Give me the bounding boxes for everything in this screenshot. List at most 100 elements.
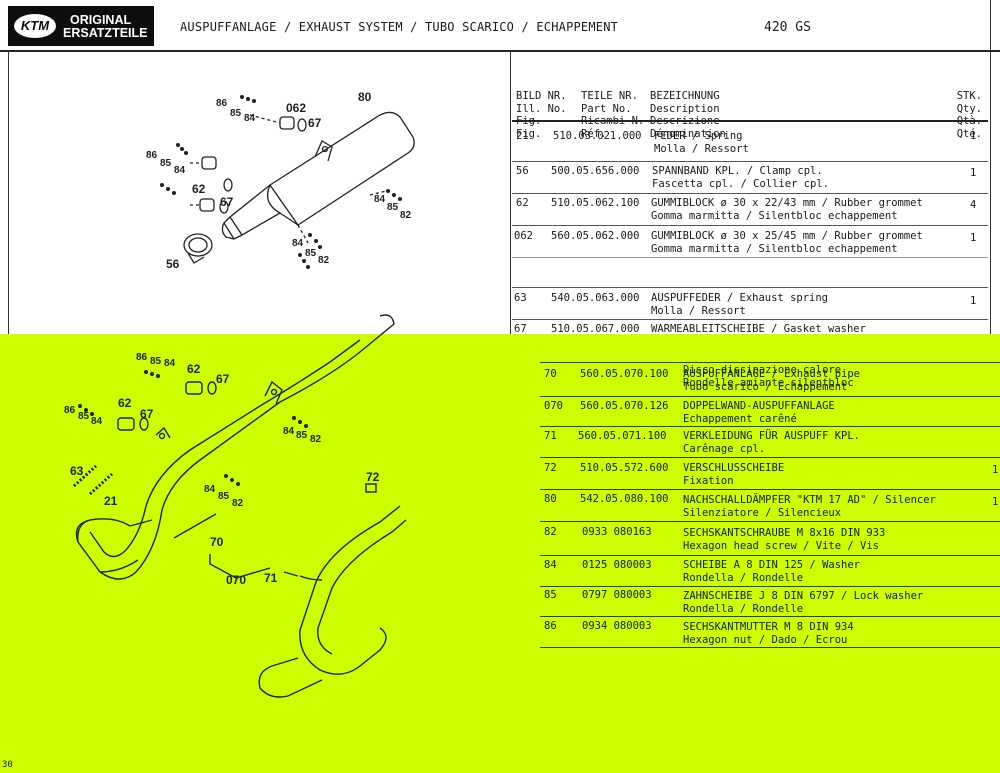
callout-86: 86 <box>64 405 76 416</box>
row-21-qty: 1 <box>970 130 977 142</box>
col-header-qty: STK.Qty.Qtà.Qté. <box>956 90 982 140</box>
row-67-fig: 67 <box>514 323 527 335</box>
row-56-fig: 56 <box>516 165 529 177</box>
row-71-part: 560.05.071.100 <box>578 430 667 442</box>
row-divider <box>512 225 988 226</box>
callout-21: 21 <box>104 494 118 508</box>
page-number: 30 <box>2 760 13 770</box>
frame-right-line <box>990 0 991 334</box>
row-divider <box>540 396 1000 397</box>
row-21-part: 510.03.021.000 <box>553 130 642 142</box>
callout-85: 85 <box>230 108 242 119</box>
row-80-desc: NACHSCHALLDÄMPFER "KTM 17 AD" / Silencer… <box>683 494 936 519</box>
highlight-overlay <box>0 334 1000 773</box>
row-82-part: 0933 080163 <box>582 526 652 538</box>
frame-left-line <box>8 52 9 334</box>
row-divider <box>540 521 1000 522</box>
model-name: 420 GS <box>764 20 811 35</box>
callout-62: 62 <box>192 182 206 196</box>
row-72-qty: 1 <box>992 464 999 476</box>
col-header-desc: BEZEICHNUNGDescriptionDescrizioneDénomin… <box>650 90 726 140</box>
row-divider <box>512 193 988 194</box>
row-80-fig: 80 <box>544 493 557 505</box>
row-85-part: 0797 080003 <box>582 589 652 601</box>
callout-85: 85 <box>305 248 317 259</box>
row-divider <box>540 616 1000 617</box>
callout-84: 84 <box>283 426 295 437</box>
callout-63: 63 <box>70 464 84 478</box>
row-divider <box>512 161 988 162</box>
callout-82: 82 <box>310 434 322 445</box>
row-70-fig: 70 <box>544 368 557 380</box>
row-070-fig: 070 <box>544 400 563 412</box>
row-67-desc: WARMEABLEITSCHEIBE / Gasket washer <box>651 323 866 335</box>
row-21-fig: 21 <box>516 130 529 142</box>
row-80-qty: 1 <box>992 496 999 508</box>
row-062-desc: GUMMIBLOCK ø 30 x 25/45 mm / Rubber grom… <box>651 230 923 255</box>
callout-85: 85 <box>78 411 90 422</box>
callout-70: 70 <box>210 535 224 549</box>
callout-84: 84 <box>91 416 103 427</box>
row-85-fig: 85 <box>544 589 557 601</box>
row-63-fig: 63 <box>514 292 527 304</box>
callout-82: 82 <box>232 498 244 509</box>
row-70-part: 560.05.070.100 <box>580 368 669 380</box>
callout-62: 62 <box>118 396 132 410</box>
row-divider <box>512 319 988 320</box>
ktm-logo: KTM ORIGINAL ERSATZTEILE <box>8 6 154 46</box>
callout-62: 62 <box>187 362 201 376</box>
callout-84: 84 <box>174 165 186 176</box>
row-divider <box>540 586 1000 587</box>
row-72-fig: 72 <box>544 462 557 474</box>
row-56-part: 500.05.656.000 <box>551 165 640 177</box>
row-divider <box>540 457 1000 458</box>
callout-67: 67 <box>220 195 234 209</box>
table-header-rule <box>512 120 988 122</box>
callout-84: 84 <box>292 238 304 249</box>
row-84-part: 0125 080003 <box>582 559 652 571</box>
callout-82: 82 <box>318 255 330 266</box>
row-62-fig: 62 <box>516 197 529 209</box>
row-82-fig: 82 <box>544 526 557 538</box>
callout-86: 86 <box>216 98 228 109</box>
row-63-qty: 1 <box>970 295 977 307</box>
callout-72: 72 <box>366 470 380 484</box>
callout-67: 67 <box>216 372 230 386</box>
row-62-desc: GUMMIBLOCK ø 30 x 22/43 mm / Rubber grom… <box>651 197 923 222</box>
callout-71: 71 <box>264 571 278 585</box>
row-71-fig: 71 <box>544 430 557 442</box>
row-62-qty: 4 <box>970 199 977 211</box>
ktm-logo-oval: KTM <box>14 14 56 38</box>
callout-84: 84 <box>164 358 176 369</box>
callout-85: 85 <box>218 491 230 502</box>
callout-86: 86 <box>146 150 158 161</box>
row-divider <box>540 489 1000 490</box>
row-divider <box>540 647 1000 648</box>
callout-56: 56 <box>166 257 180 271</box>
silencer-diagram <box>160 95 415 269</box>
logo-line-ersatzteile: ERSATZTEILE <box>63 26 148 40</box>
row-72-part: 510.05.572.600 <box>580 462 669 474</box>
row-56-desc: SPANNBAND KPL. / Clamp cpl.Fascetta cpl.… <box>652 165 830 190</box>
page-title: AUSPUFFANLAGE / EXHAUST SYSTEM / TUBO SC… <box>180 20 619 34</box>
frame-divider-line <box>510 52 511 334</box>
row-070-part: 560.05.070.126 <box>580 400 669 412</box>
callout-82: 82 <box>400 210 412 221</box>
callout-85: 85 <box>160 158 172 169</box>
row-divider-faint <box>512 257 988 258</box>
callout-67: 67 <box>140 407 154 421</box>
row-divider <box>540 362 1000 363</box>
row-062-qty: 1 <box>970 232 977 244</box>
row-062-part: 560.05.062.000 <box>551 230 640 242</box>
row-divider <box>540 426 1000 427</box>
col-header-part: TEILE NR.Part No.Ricambi-N.Réf. <box>581 90 644 140</box>
row-divider <box>512 287 988 288</box>
row-062-fig: 062 <box>514 230 533 242</box>
callout-070: 070 <box>226 573 247 587</box>
